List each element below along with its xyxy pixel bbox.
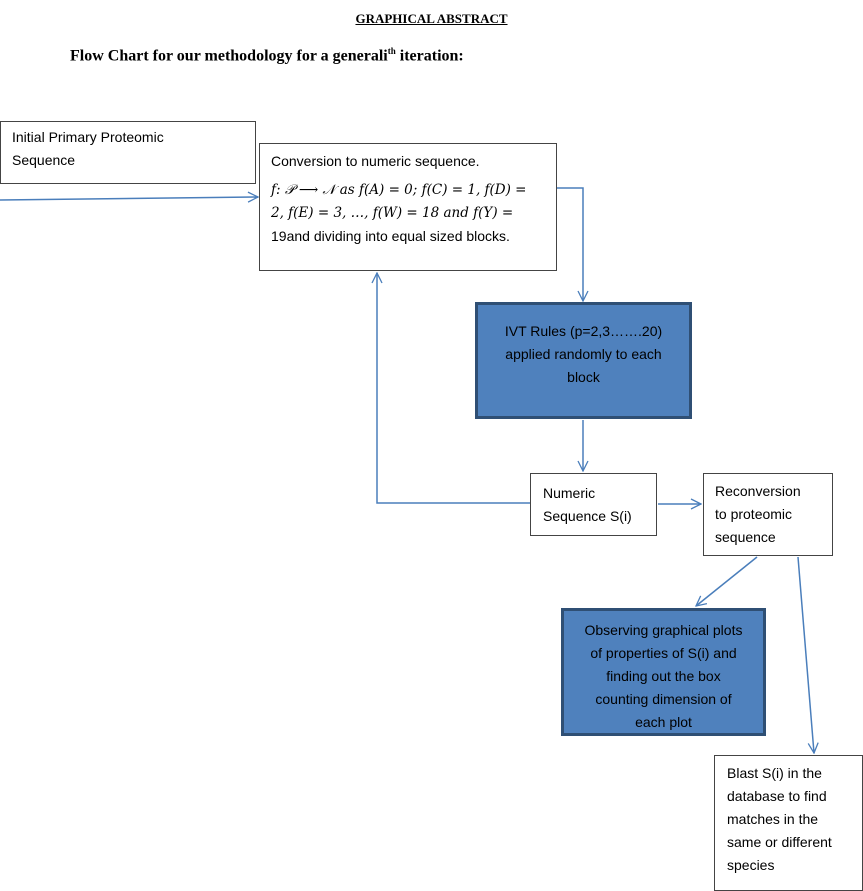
arrow-numeric-to-conversion bbox=[377, 273, 530, 504]
arrow-conversion-to-ivt bbox=[557, 187, 583, 301]
initial-sequence-box: Initial Primary Proteomic Sequence bbox=[0, 121, 256, 184]
page-title: GRAPHICAL ABSTRACT bbox=[355, 11, 508, 26]
blast-box: Blast S(i) in the database to find match… bbox=[714, 755, 863, 891]
reconversion-box: Reconversion to proteomic sequence bbox=[703, 473, 833, 556]
observing-plots-box: Observing graphical plots of properties … bbox=[561, 608, 766, 736]
conversion-box: Conversion to numeric sequence. f: 𝒫 ⟶ 𝒩… bbox=[259, 143, 557, 271]
mapping-formula-line1: f: 𝒫 ⟶ 𝒩 as f(A) = 0; f(C) = 1, f(D) = bbox=[271, 182, 527, 198]
ivt-rules-box: IVT Rules (p=2,3…….20) applied randomly … bbox=[475, 302, 692, 419]
arrow-reconversion-to-observing bbox=[696, 556, 758, 606]
mapping-formula-line2: 2, f(E) = 3, …, f(W) = 18 and f(Y) = bbox=[271, 205, 514, 221]
arrow-input-to-conversion bbox=[0, 197, 258, 200]
flowchart-subtitle: Flow Chart for our methodology for a gen… bbox=[70, 46, 464, 65]
arrow-reconversion-to-blast bbox=[797, 556, 814, 753]
numeric-sequence-box: Numeric Sequence S(i) bbox=[530, 473, 657, 536]
